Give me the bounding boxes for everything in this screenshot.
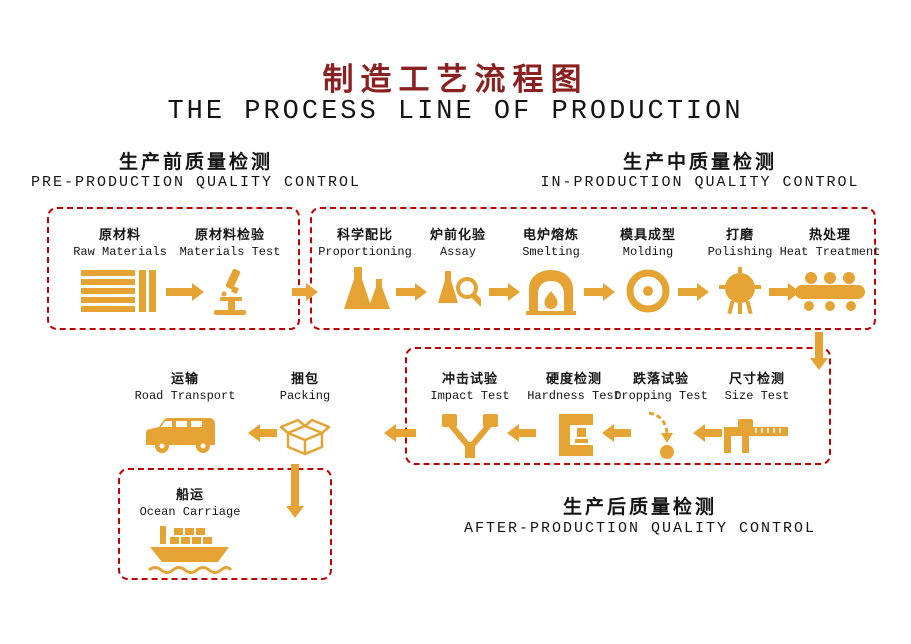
station-smelting: 电炉熔炼 Smelting (489, 224, 613, 321)
arrow-dropping-to-hardness (614, 429, 631, 437)
arrow-assay-to-smelting (489, 288, 508, 296)
station-raw-materials: 原材料 Raw Materials (58, 224, 182, 321)
heat-treatment-label-zh: 热处理 (808, 228, 851, 243)
road-transport-label-zh: 运输 (170, 372, 199, 387)
material-stack-icon (58, 261, 182, 321)
in-production-box (310, 207, 876, 330)
station-ocean-carriage: 船运 Ocean Carriage (128, 484, 252, 581)
raw-materials-label-en: Raw Materials (73, 245, 167, 259)
arrow-packing-to-transport (260, 429, 277, 437)
impact-test-label-zh: 冲击试验 (441, 372, 498, 387)
ocean-carriage-label-zh: 船运 (175, 488, 204, 503)
station-impact-test: 冲击试验 Impact Test (408, 368, 532, 465)
arrow-raw-to-test (166, 288, 192, 296)
hardness-test-label-zh: 硬度检测 (545, 372, 602, 387)
dropping-test-label-en: Dropping Test (614, 389, 708, 403)
pendulum-tester-icon (408, 405, 532, 465)
station-heat-treatment: 热处理 Heat Treatment (768, 224, 892, 321)
after-production-box (405, 347, 831, 465)
polishing-label-zh: 打磨 (725, 228, 754, 243)
in-production-header-zh: 生产中质量检测 (622, 151, 778, 173)
flasks-icon (303, 261, 427, 321)
drop-ball-icon (599, 405, 723, 465)
size-test-label-zh: 尺寸检测 (728, 372, 785, 387)
raw-materials-label-zh: 原材料 (98, 228, 141, 243)
heat-treatment-label-en: Heat Treatment (779, 245, 881, 259)
grinder-icon (678, 261, 802, 321)
packing-label-en: Packing (279, 389, 331, 403)
proportioning-label-en: Proportioning (318, 245, 412, 259)
station-road-transport: 运输 Road Transport (123, 368, 247, 465)
flask-magnifier-icon (396, 261, 520, 321)
station-packing: 捆包 Packing (243, 368, 367, 465)
mold-ring-icon (586, 261, 710, 321)
assay-label-en: Assay (439, 245, 476, 259)
station-hardness-test: 硬度检测 Hardness Test (512, 368, 636, 465)
size-test-label-en: Size Test (724, 389, 790, 403)
road-transport-label-en: Road Transport (134, 389, 236, 403)
station-polishing: 打磨 Polishing (678, 224, 802, 321)
arrow-after-to-packing (396, 429, 416, 437)
furnace-icon (489, 261, 613, 321)
station-assay: 炉前化验 Assay (396, 224, 520, 321)
molding-label-en: Molding (622, 245, 674, 259)
container-ship-icon (128, 521, 252, 581)
arrow-molding-to-polishing (678, 288, 697, 296)
assay-label-zh: 炉前化验 (429, 228, 486, 243)
station-dropping-test: 跌落试验 Dropping Test (599, 368, 723, 465)
impact-test-label-en: Impact Test (430, 389, 510, 403)
after-production-header-zh: 生产后质量检测 (562, 496, 718, 518)
arrow-smelting-to-molding (584, 288, 603, 296)
arrow-hardness-to-impact (519, 429, 536, 437)
polishing-label-en: Polishing (707, 245, 773, 259)
pre-production-header-en: PRE-PRODUCTION QUALITY CONTROL (30, 174, 362, 191)
in-production-header-en: IN-PRODUCTION QUALITY CONTROL (540, 174, 860, 191)
proportioning-label-zh: 科学配比 (336, 228, 393, 243)
materials-test-label-en: Materials Test (179, 245, 281, 259)
microscope-icon (168, 261, 292, 321)
page-title-zh: 制造工艺流程图 (322, 62, 589, 98)
truck-icon (123, 405, 247, 465)
arrow-packing-to-ocean (291, 464, 299, 506)
arrow-in-to-after (815, 332, 823, 358)
station-materials-test: 原材料检验 Materials Test (168, 224, 292, 321)
arrow-polishing-to-heat (769, 288, 788, 296)
hardness-tester-icon (512, 405, 636, 465)
materials-test-label-zh: 原材料检验 (194, 228, 265, 243)
open-box-icon (243, 405, 367, 465)
molding-label-zh: 模具成型 (619, 228, 676, 243)
arrow-proportioning-to-assay (396, 288, 415, 296)
caliper-icon (695, 405, 819, 465)
station-size-test: 尺寸检测 Size Test (695, 368, 819, 465)
station-proportioning: 科学配比 Proportioning (303, 224, 427, 321)
pre-production-header-zh: 生产前质量检测 (118, 151, 274, 173)
pre-production-box (47, 207, 300, 330)
packing-label-zh: 捆包 (290, 372, 319, 387)
station-molding: 模具成型 Molding (586, 224, 710, 321)
smelting-label-en: Smelting (522, 245, 580, 259)
hardness-test-label-en: Hardness Test (527, 389, 621, 403)
ocean-carriage-label-en: Ocean Carriage (139, 505, 241, 519)
arrow-pre-to-in (292, 288, 306, 296)
after-production-header-en: AFTER-PRODUCTION QUALITY CONTROL (463, 520, 817, 537)
conveyor-oven-icon (768, 261, 892, 321)
ocean-carriage-box (118, 468, 332, 580)
arrow-size-to-dropping (705, 429, 722, 437)
page-title-en: THE PROCESS LINE OF PRODUCTION (167, 97, 744, 127)
dropping-test-label-zh: 跌落试验 (632, 372, 689, 387)
smelting-label-zh: 电炉熔炼 (522, 228, 579, 243)
